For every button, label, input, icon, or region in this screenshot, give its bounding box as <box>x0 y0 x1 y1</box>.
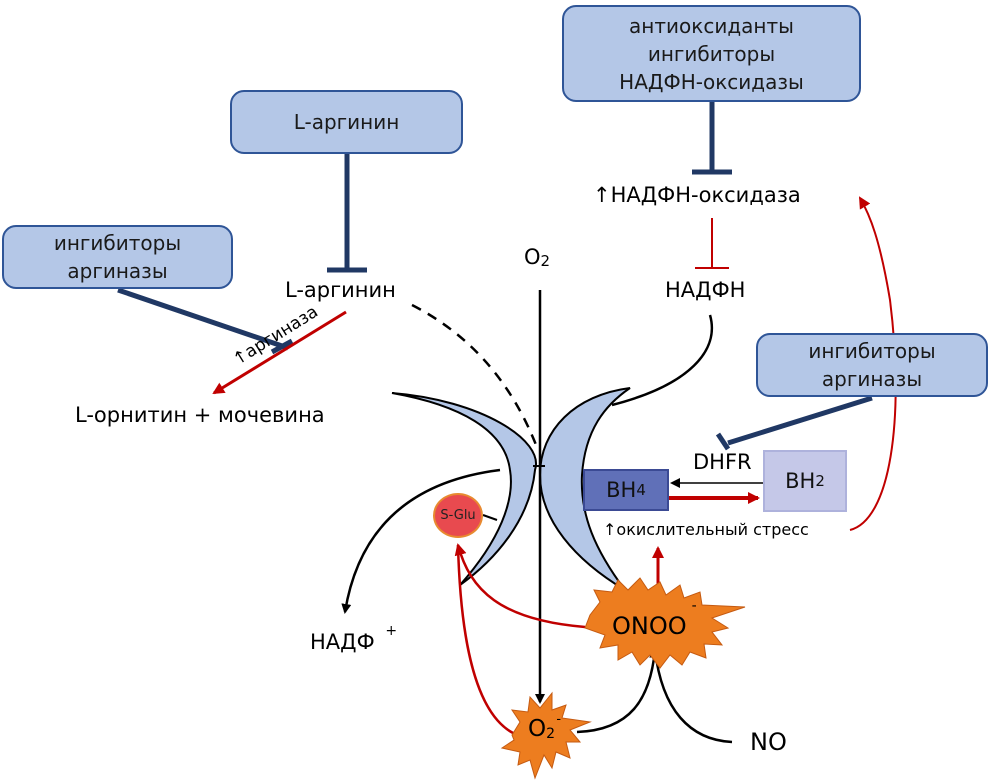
dhfr-label: DHFR <box>693 450 752 474</box>
enos-left-crescent <box>391 392 538 586</box>
sglu-node: S-Glu <box>433 493 483 538</box>
inhibit-dhfr <box>715 395 873 451</box>
nadph-label: НАДФН <box>665 278 746 302</box>
onoo-text: ONOO <box>612 612 687 640</box>
o2-text: O <box>524 245 541 269</box>
l-arginine-supplement-box: L-аргинин <box>230 90 463 154</box>
onoo-label: ONOO - <box>612 598 697 640</box>
dashed-arginine-to-enos <box>411 303 540 451</box>
superoxide-label: O2 - <box>528 712 561 742</box>
inhibit-l-arginine <box>327 153 367 273</box>
bh4-subscript: 4 <box>636 481 646 499</box>
superoxide-burst <box>500 691 592 780</box>
inhibit-arginase-left <box>117 287 294 355</box>
arginase-inhibitors-right-box: ингибиторы аргиназы <box>756 333 988 397</box>
o2-subscript: 2 <box>540 252 551 270</box>
superoxide-subscript: 2 <box>546 726 556 742</box>
ornithine-urea-label: L-орнитин + мочевина <box>75 403 325 427</box>
no-label: NO <box>750 728 787 756</box>
oxidative-stress-label: ↑окислительный стресс <box>603 520 809 539</box>
nadph-oxidase-label: ↑НАДФН-оксидаза <box>593 183 801 207</box>
nadp-text: НАДФ <box>310 630 375 654</box>
bh4-text: BH <box>606 478 637 502</box>
onoo-charge: - <box>691 598 697 614</box>
enos-to-nadp-curve <box>341 468 501 614</box>
sglu-link <box>482 514 498 521</box>
o2-label: O2 <box>524 245 550 270</box>
inhibit-nadph-oxidase <box>692 102 732 175</box>
superoxide-to-sglu-arrow <box>456 544 514 735</box>
bh2-text: BH <box>785 469 816 493</box>
no-to-onoo-arrow <box>653 649 733 744</box>
superoxide-text: O <box>528 716 547 742</box>
arginase-arrow <box>212 310 347 395</box>
nadp-plus-label: НАДФ + <box>310 623 397 654</box>
onoo-to-sglu-arrow <box>454 543 586 629</box>
superoxide-charge: - <box>556 712 562 727</box>
arginase-inhibitors-left-box: ингибиторы аргиназы <box>2 225 233 289</box>
inhibit-nadph <box>695 218 729 269</box>
nadp-superscript: + <box>385 623 398 639</box>
superoxide-to-onoo-arrow <box>576 648 660 734</box>
onoo-burst <box>584 577 746 669</box>
antioxidants-box: антиоксиданты ингибиторы НАДФН-оксидазы <box>562 5 861 102</box>
l-arginine-label: L-аргинин <box>285 278 396 302</box>
nadph-to-enos-curve <box>611 314 713 407</box>
bh2-subscript: 2 <box>815 472 825 490</box>
